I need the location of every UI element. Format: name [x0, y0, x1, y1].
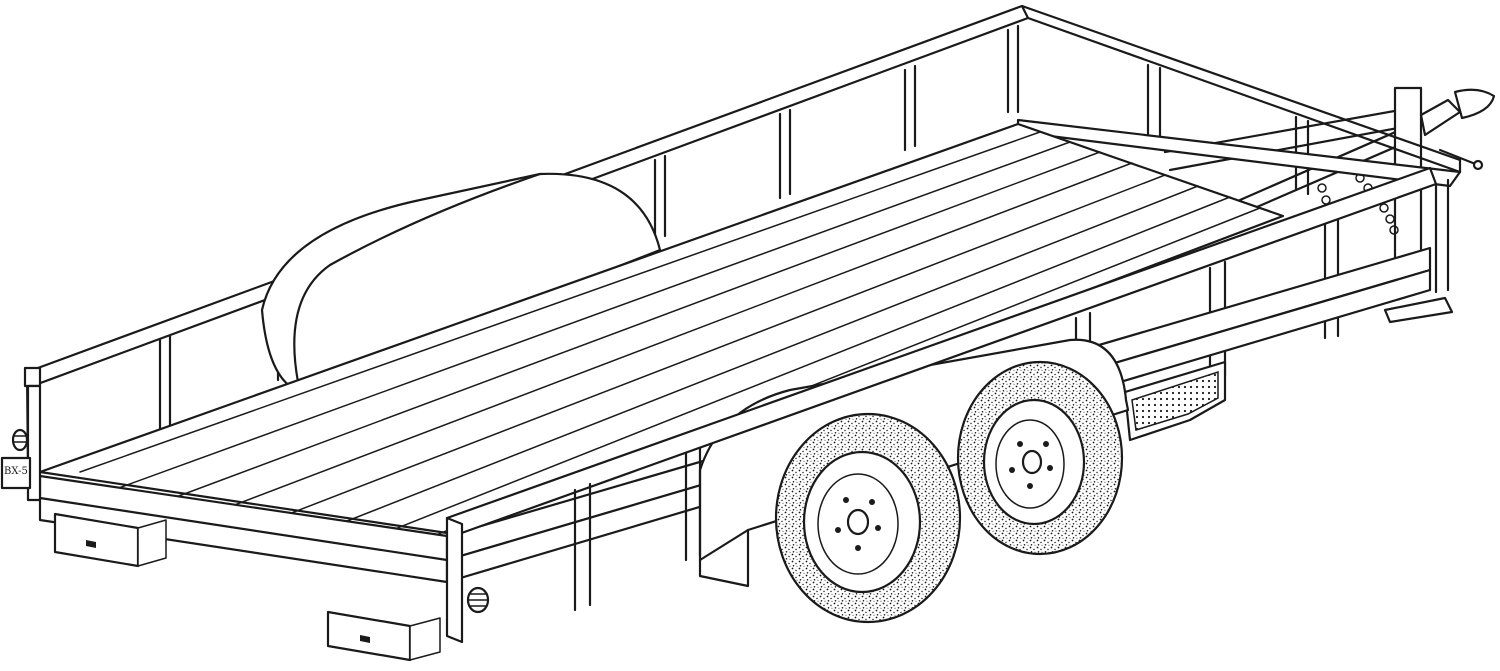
wheel-front: [956, 360, 1124, 556]
step-plate: [1123, 360, 1227, 442]
far-fender: [260, 172, 662, 394]
rear-brackets: [53, 512, 441, 662]
wheel-rear: [774, 412, 962, 624]
tail-lights: [11, 428, 490, 614]
license-plate: BX-5: [0, 456, 32, 490]
plate-label: BX-5: [4, 466, 28, 477]
deck: [38, 122, 1285, 563]
